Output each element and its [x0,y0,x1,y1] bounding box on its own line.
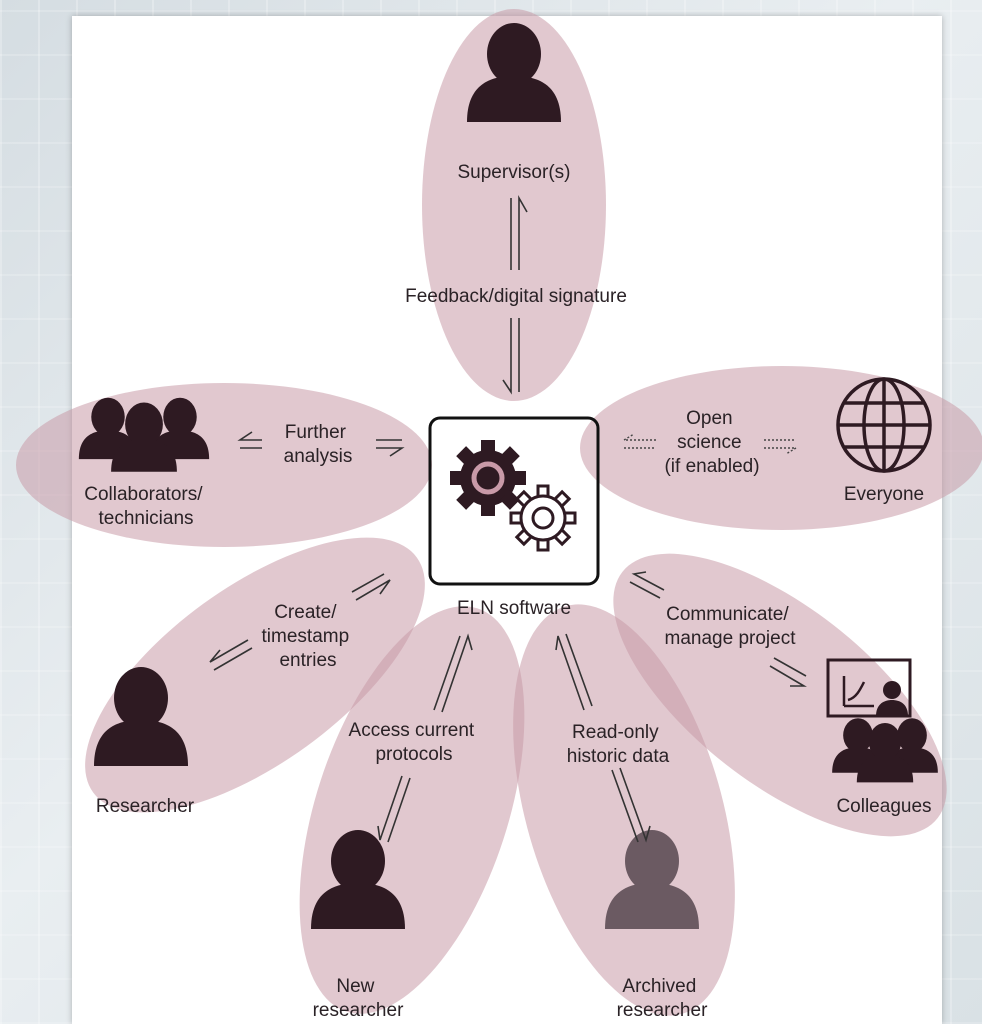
node-everyone: Everyone Open science (if enabled) [621,377,932,505]
colleagues-arrows [629,571,807,687]
researcher-label: Researcher [96,796,195,817]
new-researcher-label-line-1: New [336,976,374,997]
everyone-edge-line-1: Open [686,408,732,429]
researcher-edge-line-1: Create/ [274,602,337,623]
everyone-label: Everyone [844,484,924,505]
archived-researcher-edge-line-2: historic data [567,746,670,767]
researcher-edge-line-2: timestamp [262,626,350,647]
node-archived-researcher: Archived researcher Read-only historic d… [555,633,708,1021]
researcher-edge-label: Create/ timestamp entries [262,602,355,671]
collaborators-edge-line-1: Further [285,422,347,443]
collaborators-label-line-1: Collaborators/ [84,484,203,505]
archived-researcher-label-line-2: researcher [617,1000,708,1021]
researcher-label-line: Researcher [96,796,195,817]
new-researcher-edge-label: Access current protocols [349,720,480,765]
supervisor-arrows-bottom [502,318,520,395]
node-collaborators: Collaborators/ technicians Further analy… [78,397,405,529]
collaborators-edge-line-2: analysis [284,446,353,467]
collaborators-label: Collaborators/ technicians [84,484,208,529]
colleagues-label: Colleagues [836,796,931,817]
node-researcher: Researcher Create/ timestamp entries [94,573,391,817]
node-new-researcher: New researcher Access current protocols [311,633,480,1021]
node-supervisor: Supervisor(s) Feedback/digital signature [405,23,627,395]
center-box [428,416,600,586]
node-colleagues: Colleagues Communicate/ manage project [629,571,938,817]
new-researcher-edge-line-2: protocols [375,744,452,765]
colleagues-label-line: Colleagues [836,796,931,817]
globe-icon [836,377,932,473]
new-researcher-label-line-2: researcher [313,1000,404,1021]
supervisor-label-line: Supervisor(s) [458,162,571,183]
researcher-edge-line-3: entries [279,650,336,671]
researcher-arrows [209,573,391,671]
everyone-arrows [621,433,799,455]
supervisor-edge-label: Feedback/digital signature [405,286,627,307]
collaborators-label-line-2: technicians [98,508,193,529]
archived-researcher-edge-line-1: Read-only [572,722,659,743]
new-researcher-label: New researcher [313,976,404,1021]
petal-collaborators [16,383,432,547]
new-researcher-edge-line-1: Access current [349,720,475,741]
gear-outline-icon [509,484,577,552]
supervisor-edge-line: Feedback/digital signature [405,286,627,307]
everyone-edge-label: Open science (if enabled) [664,408,759,477]
archived-researcher-label: Archived researcher [617,976,708,1021]
colleagues-edge-line-1: Communicate/ [666,604,789,625]
supervisor-arrows-top [510,194,528,270]
new-researcher-arrows [377,633,473,843]
archived-researcher-label-line-1: Archived [622,976,696,997]
everyone-label-line: Everyone [844,484,924,505]
presentation-group-icon [826,658,938,783]
collaborators-edge-label: Further analysis [284,422,353,467]
center-label: ELN software [457,598,571,619]
collaborators-arrows [237,431,405,457]
center-node: ELN software [428,416,600,619]
everyone-edge-line-2: science [677,432,741,453]
colleagues-edge-line-2: manage project [665,628,797,649]
supervisor-label: Supervisor(s) [458,162,571,183]
everyone-edge-line-3: (if enabled) [664,456,759,477]
petal-supervisor [422,9,606,401]
gears-icon [450,440,526,516]
archived-researcher-edge-label: Read-only historic data [567,722,670,767]
colleagues-edge-label: Communicate/ manage project [665,604,797,649]
archived-researcher-arrows [555,633,651,843]
